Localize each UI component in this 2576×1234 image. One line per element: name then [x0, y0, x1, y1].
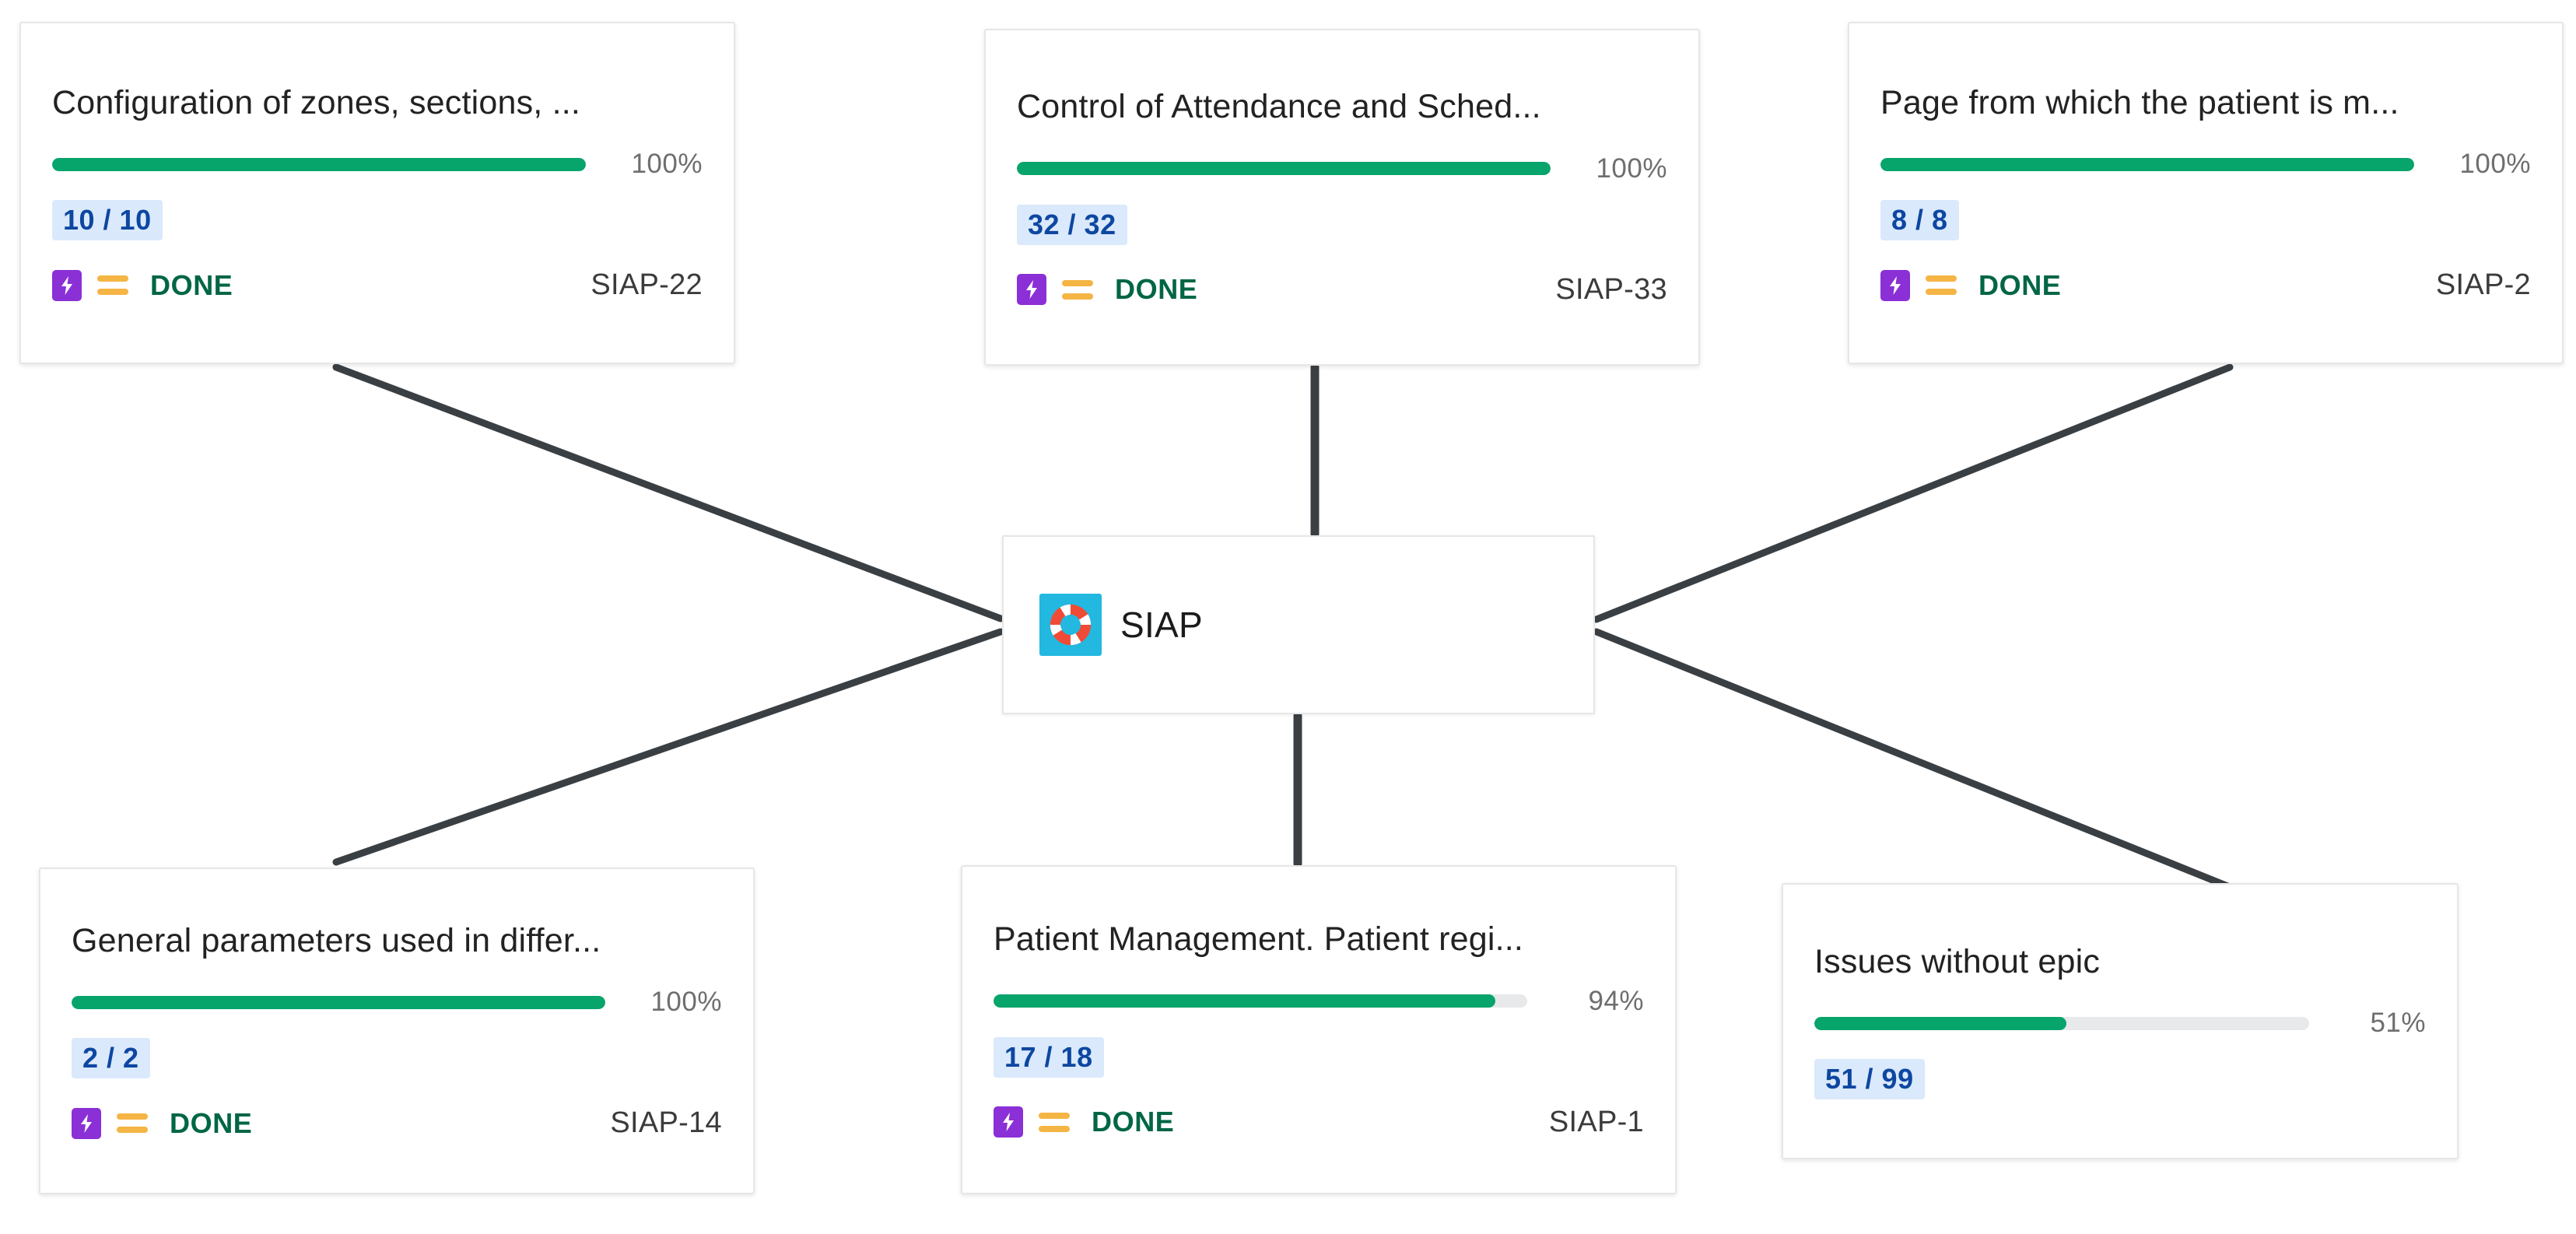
- issue-count-badge: 51 / 99: [1814, 1059, 1925, 1100]
- project-name: SIAP: [1120, 605, 1204, 645]
- issue-count-badge: 2 / 2: [72, 1038, 150, 1079]
- epic-lightning-icon: [52, 269, 82, 301]
- progress-fill: [1880, 157, 2414, 171]
- epic-status-row: DONE SIAP-22: [52, 268, 703, 302]
- epic-count-row: 17 / 18: [994, 1036, 1644, 1078]
- epic-status-row: DONE SIAP-33: [1017, 273, 1667, 307]
- progress-track: [72, 995, 605, 1009]
- epic-title: Patient Management. Patient regi...: [994, 920, 1524, 959]
- lifebuoy-icon: [1039, 594, 1102, 656]
- status-badge: DONE: [150, 268, 233, 301]
- epic-title: Issues without epic: [1814, 942, 2101, 980]
- epic-title: Configuration of zones, sections, ...: [52, 83, 581, 121]
- priority-medium-icon: [1060, 274, 1095, 305]
- epic-lightning-icon: [1017, 274, 1046, 306]
- progress-fill: [994, 994, 1495, 1008]
- epic-card-top-left[interactable]: Configuration of zones, sections, ... 10…: [19, 22, 735, 364]
- priority-medium-icon: [1037, 1106, 1071, 1138]
- epic-progress: 51%: [1814, 1008, 2426, 1039]
- priority-medium-icon: [115, 1108, 149, 1139]
- progress-percent-label: 100%: [631, 149, 703, 180]
- epic-count-row: 10 / 10: [52, 200, 703, 241]
- epic-lightning-icon: [1880, 269, 1910, 301]
- epic-count-row: 32 / 32: [1017, 204, 1667, 245]
- progress-percent-label: 51%: [2370, 1008, 2426, 1039]
- epic-card-bottom-right[interactable]: Issues without epic 51% 51 / 99: [1782, 883, 2459, 1159]
- issue-key[interactable]: SIAP-14: [610, 1106, 722, 1140]
- epic-status-row: DONE SIAP-2: [1880, 268, 2531, 302]
- progress-track: [1880, 157, 2414, 171]
- issue-key[interactable]: SIAP-22: [591, 268, 703, 302]
- status-badge: DONE: [170, 1106, 253, 1139]
- issue-count-badge: 32 / 32: [1017, 204, 1127, 245]
- priority-medium-icon: [1924, 270, 1958, 301]
- progress-fill: [1814, 1016, 2067, 1030]
- connector-top-right: [1593, 363, 2234, 623]
- priority-medium-icon: [96, 270, 130, 301]
- epic-title: General parameters used in differ...: [72, 921, 601, 959]
- epic-progress: 100%: [1017, 153, 1667, 184]
- status-badge: DONE: [1115, 273, 1198, 306]
- epic-progress: 100%: [52, 149, 703, 180]
- connector-top-left: [332, 363, 1004, 622]
- progress-fill: [52, 157, 586, 171]
- progress-percent-label: 100%: [650, 987, 722, 1018]
- epic-progress: 100%: [72, 987, 722, 1018]
- issue-key[interactable]: SIAP-1: [1548, 1105, 1644, 1138]
- epic-card-bottom-left[interactable]: General parameters used in differ... 100…: [39, 868, 755, 1194]
- epic-count-row: 51 / 99: [1814, 1059, 2426, 1100]
- epic-status-row: DONE SIAP-1: [994, 1106, 1644, 1139]
- issue-count-badge: 8 / 8: [1880, 200, 1959, 241]
- epic-lightning-icon: [72, 1107, 101, 1139]
- progress-percent-label: 100%: [1596, 152, 1667, 184]
- progress-percent-label: 94%: [1588, 985, 1644, 1016]
- epic-count-row: 2 / 2: [72, 1038, 722, 1079]
- status-badge: DONE: [1978, 268, 2062, 301]
- issue-count-badge: 10 / 10: [52, 200, 163, 241]
- progress-percent-label: 100%: [2459, 149, 2531, 180]
- epic-title: Control of Attendance and Sched...: [1017, 88, 1541, 126]
- connector-bottom-right: [1593, 628, 2234, 891]
- epic-lightning-icon: [994, 1106, 1023, 1138]
- progress-track: [1017, 162, 1551, 176]
- issue-key[interactable]: SIAP-2: [2435, 268, 2531, 302]
- epic-progress: 94%: [994, 986, 1644, 1017]
- progress-track: [994, 994, 1527, 1008]
- epic-status-row: DONE SIAP-14: [72, 1106, 722, 1140]
- progress-fill: [1017, 162, 1551, 176]
- connector-bottom-left: [332, 628, 1004, 866]
- status-badge: DONE: [1092, 1106, 1175, 1138]
- epic-card-top-center[interactable]: Control of Attendance and Sched... 100% …: [984, 29, 1700, 366]
- epic-progress: 100%: [1880, 149, 2531, 180]
- epic-title: Page from which the patient is m...: [1880, 83, 2399, 121]
- issue-key[interactable]: SIAP-33: [1555, 272, 1667, 306]
- project-root-node[interactable]: SIAP: [1002, 535, 1595, 714]
- epic-card-bottom-center[interactable]: Patient Management. Patient regi... 94% …: [961, 865, 1677, 1194]
- epic-card-top-right[interactable]: Page from which the patient is m... 100%…: [1848, 22, 2564, 364]
- epic-count-row: 8 / 8: [1880, 200, 2531, 241]
- issue-count-badge: 17 / 18: [994, 1036, 1104, 1078]
- progress-track: [1814, 1016, 2309, 1030]
- progress-track: [52, 157, 586, 171]
- progress-fill: [72, 995, 605, 1009]
